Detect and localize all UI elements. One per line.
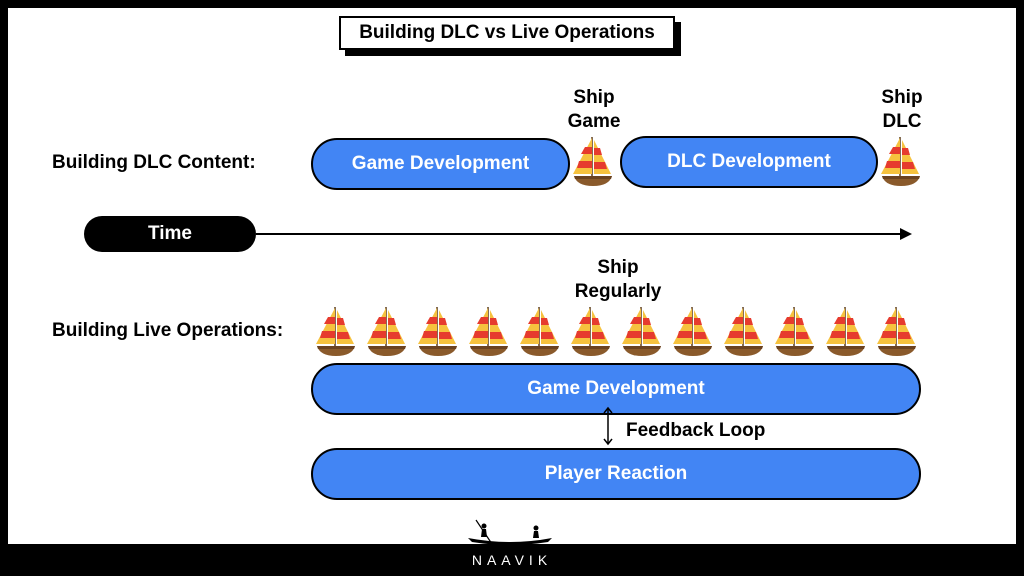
sailboat-icon [876, 306, 917, 357]
ship-regularly-label-line2: Regularly [574, 281, 662, 302]
sailboat-icon [366, 306, 407, 357]
ship-regularly-label-line1: Ship [597, 257, 639, 278]
timeline-arrowhead [900, 228, 912, 240]
sailboat-icon [723, 306, 764, 357]
sailboat-icon [880, 136, 921, 187]
sailboat-icon [825, 306, 866, 357]
sailboat-icon [570, 306, 611, 357]
time-pill: Time [84, 216, 256, 252]
footer-brand: NAAVIK [471, 552, 553, 568]
timeline-line [256, 233, 902, 235]
feedback-loop-label: Feedback Loop [626, 420, 766, 441]
ship-dlc-label-line1: Ship [881, 87, 923, 108]
sailboat-icon [417, 306, 458, 357]
ship-game-label: Ship Game [560, 86, 628, 134]
live-ops-row-label: Building Live Operations: [52, 320, 284, 341]
player-reaction-pill: Player Reaction [311, 448, 921, 500]
ship-dlc-label: Ship DLC [868, 86, 936, 134]
diagram-title: Building DLC vs Live Operations [339, 16, 675, 50]
sailboat-icon [621, 306, 662, 357]
sailboat-icon [519, 306, 560, 357]
sailboat-icon [315, 306, 356, 357]
sailboat-icon [672, 306, 713, 357]
sailboat-icon [774, 306, 815, 357]
dlc-development-pill: DLC Development [620, 136, 878, 188]
ship-game-label-line2: Game [567, 111, 621, 132]
footer-bar: NAAVIK [0, 544, 1024, 576]
title-box: Building DLC vs Live Operations [339, 16, 681, 56]
dlc-row-label: Building DLC Content: [52, 152, 256, 173]
ship-regularly-label: Ship Regularly [568, 256, 668, 304]
dlc-game-development-pill: Game Development [311, 138, 570, 190]
canoe-logo-icon [468, 519, 552, 545]
sailboat-icon [468, 306, 509, 357]
feedback-arrow-icon [603, 406, 613, 446]
ship-dlc-label-line2: DLC [882, 111, 922, 132]
sailboat-icon [572, 136, 613, 187]
live-ops-game-development-pill: Game Development [311, 363, 921, 415]
ship-game-label-line1: Ship [573, 87, 615, 108]
